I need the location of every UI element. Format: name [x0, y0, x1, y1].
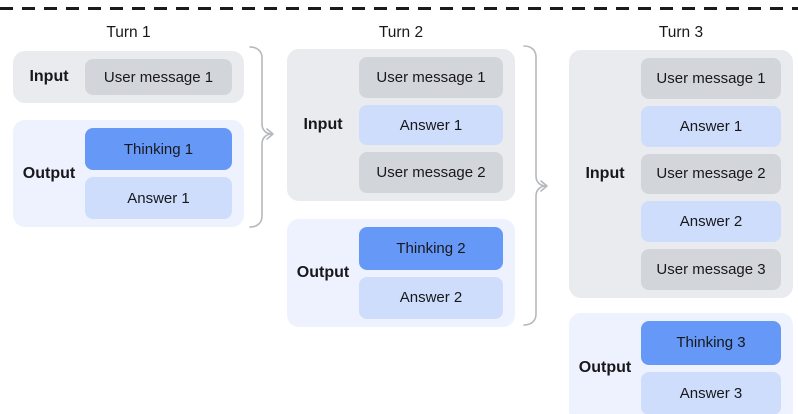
user-message-box: User message 1 — [641, 58, 781, 99]
user-message-box: User message 2 — [641, 153, 781, 195]
turn-2-input-boxes: User message 1 Answer 1 User message 2 — [359, 57, 503, 194]
user-message-box: User message 1 — [85, 59, 232, 95]
turn-1-output-group: Output Thinking 1 Answer 1 — [13, 120, 244, 227]
turn-2-input-label: Input — [303, 116, 343, 133]
turn-1-title: Turn 1 — [106, 24, 151, 41]
turn-2-input-group: Input User message 1 Answer 1 User messa… — [287, 49, 515, 201]
answer-box: Answer 2 — [641, 201, 781, 243]
answer-box: Answer 1 — [85, 177, 232, 219]
turn-2-title: Turn 2 — [378, 24, 424, 41]
dashed-separator-line — [0, 7, 798, 10]
thinking-box: Thinking 3 — [641, 321, 781, 365]
turn2-to-turn3-arrow — [523, 45, 548, 326]
turn-2-output-boxes: Thinking 2 Answer 2 — [359, 227, 503, 319]
turn-3-output-boxes: Thinking 3 Answer 3 — [641, 321, 781, 414]
turn-1-output-boxes: Thinking 1 Answer 1 — [85, 128, 232, 219]
turn-3-output-group: Output Thinking 3 Answer 3 — [569, 313, 793, 414]
turn-1-input-label: Input — [29, 68, 69, 85]
answer-box: Answer 1 — [359, 104, 503, 146]
turn-3-title: Turn 3 — [658, 24, 704, 41]
thinking-box: Thinking 1 — [85, 128, 232, 170]
turn-3-input-label: Input — [585, 165, 625, 182]
turn1-to-turn2-arrow — [249, 46, 274, 228]
answer-box: Answer 1 — [641, 105, 781, 147]
answer-box: Answer 3 — [641, 371, 781, 414]
turn-2-output-group: Output Thinking 2 Answer 2 — [287, 219, 515, 327]
turn-3-input-group: Input User message 1 Answer 1 User messa… — [569, 50, 793, 298]
thinking-box: Thinking 2 — [359, 227, 503, 270]
turn-2-output-label: Output — [296, 264, 350, 281]
turn-1-output-label: Output — [22, 164, 76, 182]
turn-1-input-group: Input User message 1 — [13, 51, 244, 103]
answer-box: Answer 2 — [359, 276, 503, 319]
user-message-box: User message 1 — [359, 57, 503, 98]
turn-3-input-boxes: User message 1 Answer 1 User message 2 A… — [641, 58, 781, 290]
user-message-box: User message 3 — [641, 249, 781, 290]
turn-1-input-boxes: User message 1 — [85, 59, 232, 95]
turn-3-output-label: Output — [578, 359, 632, 376]
user-message-box: User message 2 — [359, 152, 503, 194]
